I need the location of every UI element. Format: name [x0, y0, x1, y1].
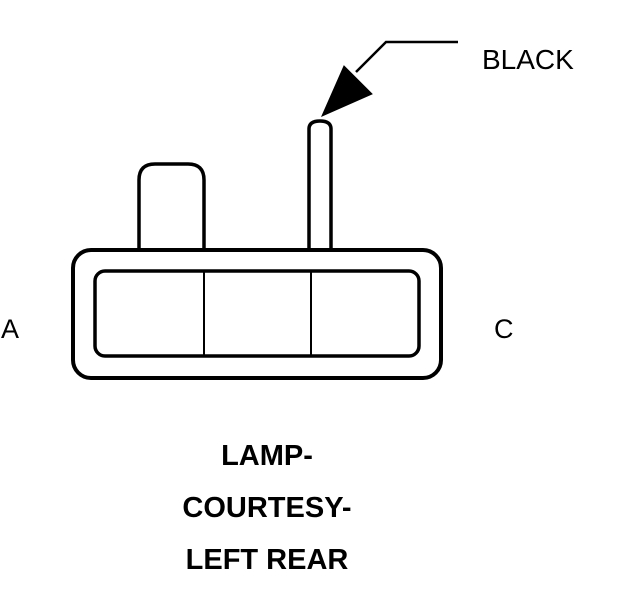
title-line-2: COURTESY- [182, 492, 351, 524]
black-wire-lead [307, 119, 333, 248]
title-line-1: LAMP- [221, 440, 313, 472]
callout-label-black: BLACK [482, 44, 574, 75]
connector-lock-tab [137, 162, 206, 248]
title-line-3: LEFT REAR [186, 544, 349, 576]
callout-arrowhead [321, 65, 373, 117]
pin-label-c: C [494, 314, 514, 344]
connector-inner-frame [93, 269, 421, 358]
callout-leader-line [355, 40, 458, 73]
pin-label-a: A [1, 314, 19, 344]
